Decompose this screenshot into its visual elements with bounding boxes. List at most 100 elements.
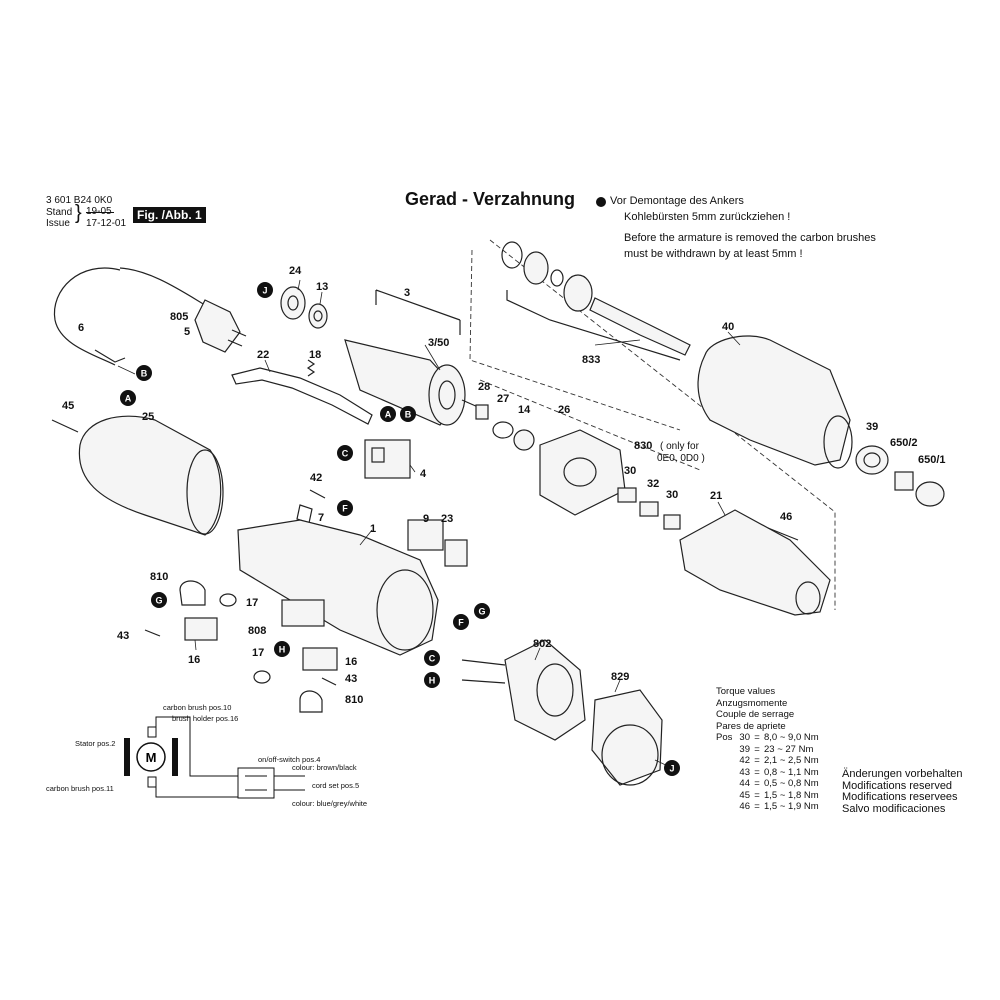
marker-j-top: J <box>257 282 273 298</box>
label-part-16-a: 16 <box>188 654 200 666</box>
armature-fan <box>428 364 466 426</box>
housing-21 <box>679 509 831 616</box>
leader-16-a <box>194 639 197 651</box>
guard-829-opening <box>601 724 659 786</box>
note-de-line2: Kohlebürsten 5mm zurückziehen ! <box>624 211 791 223</box>
label-part-3: 3 <box>404 287 410 299</box>
marker-a-switch: A <box>380 406 396 422</box>
spring-17-b <box>253 670 271 684</box>
label-part-45: 45 <box>62 400 74 412</box>
svg-text:F: F <box>342 504 348 514</box>
label-part-40: 40 <box>722 321 734 333</box>
torque-value: 0,8 ~ 1,1 Nm <box>764 766 819 778</box>
marker-f-switch: F <box>337 500 353 516</box>
stator-wire-1 <box>461 659 506 666</box>
torque-table: Torque values Anzugsmomente Couple de se… <box>716 686 819 813</box>
stand-date-strike <box>86 212 114 213</box>
torque-pos: 39 <box>739 743 750 755</box>
label-part-829: 829 <box>611 671 629 683</box>
figure-label: Fig. /Abb. 1 <box>133 207 206 223</box>
label-part-3-50: 3/50 <box>428 337 449 349</box>
spring-17-a <box>219 593 237 607</box>
label-part-24: 24 <box>289 265 302 277</box>
gear-housing-40-opening <box>823 415 853 469</box>
brush-holder-16-b <box>302 647 338 671</box>
wire-bottom <box>155 787 238 798</box>
label-part-9: 9 <box>423 513 429 525</box>
screw-43-b <box>321 677 337 686</box>
part-30-b <box>663 514 681 530</box>
bracket-3-top <box>375 289 461 321</box>
label-colour-1: colour: brown/black <box>292 763 357 772</box>
screw-43-a <box>144 629 161 637</box>
switch-lever-22 <box>231 367 373 425</box>
torque-value: 2,1 ~ 2,5 Nm <box>764 755 819 766</box>
bracket-833 <box>506 290 681 361</box>
note-en-line2: must be withdrawn by at least 5mm ! <box>624 248 803 260</box>
brush-810-a <box>179 580 206 606</box>
housing-21-opening <box>795 581 821 615</box>
leader-802 <box>534 647 541 661</box>
ring-833-b <box>550 269 564 287</box>
svg-text:C: C <box>342 449 349 459</box>
modifications-notice: Änderungen vorbehalten Modifications res… <box>842 768 962 815</box>
svg-text:H: H <box>279 645 286 655</box>
brush-holder-16-a <box>184 617 218 641</box>
torque-heading-en: Torque values <box>716 686 776 697</box>
svg-text:H: H <box>429 676 436 686</box>
marker-j-guard: J <box>664 760 680 776</box>
label-part-30-b: 30 <box>666 489 678 501</box>
note-de-line1: Vor Demontage des Ankers <box>610 195 744 207</box>
label-part-650-2: 650/2 <box>890 437 918 449</box>
torque-value: 8,0 ~ 9,0 Nm <box>764 732 819 743</box>
page-title: Gerad - Verzahnung <box>405 189 576 209</box>
wire-top <box>155 716 238 777</box>
label-cord-set: cord set pos.5 <box>312 781 359 790</box>
nut-650-1 <box>915 481 945 507</box>
nut-39-bore <box>863 452 881 468</box>
label-part-18: 18 <box>309 349 321 361</box>
label-switch: on/off-switch pos.4 <box>258 755 320 764</box>
marker-a-cord: A <box>120 390 136 406</box>
power-cord <box>53 267 121 366</box>
torque-pos: 44 <box>739 778 750 789</box>
leader-1 <box>359 529 373 546</box>
label-part-830: 830 <box>634 440 652 452</box>
torque-value: 1,5 ~ 1,9 Nm <box>764 801 819 812</box>
label-brush-holder: brush holder pos.16 <box>172 714 238 723</box>
leader-3-50 <box>424 344 441 371</box>
label-part-810-a: 810 <box>150 571 168 583</box>
torque-pos: 46 <box>739 801 750 812</box>
label-part-5: 5 <box>184 326 190 338</box>
bearing-24 <box>280 286 306 320</box>
note-en-line1: Before the armature is removed the carbo… <box>624 232 876 244</box>
leader-833 <box>594 339 641 346</box>
label-part-43-b: 43 <box>345 673 357 685</box>
sleeve-28 <box>475 404 489 420</box>
label-part-25: 25 <box>142 411 154 423</box>
label-part-17-a: 17 <box>246 597 258 609</box>
on-off-switch-symbol <box>237 767 275 799</box>
collet-650-2 <box>894 471 914 491</box>
bearing-13-bore <box>313 310 323 322</box>
spindle <box>589 297 691 356</box>
bearing-833-a <box>523 251 549 285</box>
leader-13 <box>319 291 323 305</box>
marker-c-switch: C <box>337 445 353 461</box>
flange-26 <box>539 429 626 516</box>
issue-label: Issue <box>46 218 70 229</box>
marker-h-left: H <box>274 641 290 657</box>
label-part-28: 28 <box>478 381 490 393</box>
torque-pos: 42 <box>739 755 750 766</box>
torque-row: Pos 30 = 8,0 ~ 9,0 Nm <box>716 732 819 743</box>
stator-coil-left <box>124 738 130 776</box>
label-part-13: 13 <box>316 281 328 293</box>
spring-18 <box>306 359 316 377</box>
label-part-26: 26 <box>558 404 570 416</box>
label-part-808: 808 <box>248 625 266 637</box>
issue-date: 17-12-01 <box>86 218 127 229</box>
torque-row: 42 = 2,1 ~ 2,5 Nm <box>716 755 819 767</box>
marker-g-stator: G <box>474 603 490 619</box>
label-part-805: 805 <box>170 311 188 323</box>
